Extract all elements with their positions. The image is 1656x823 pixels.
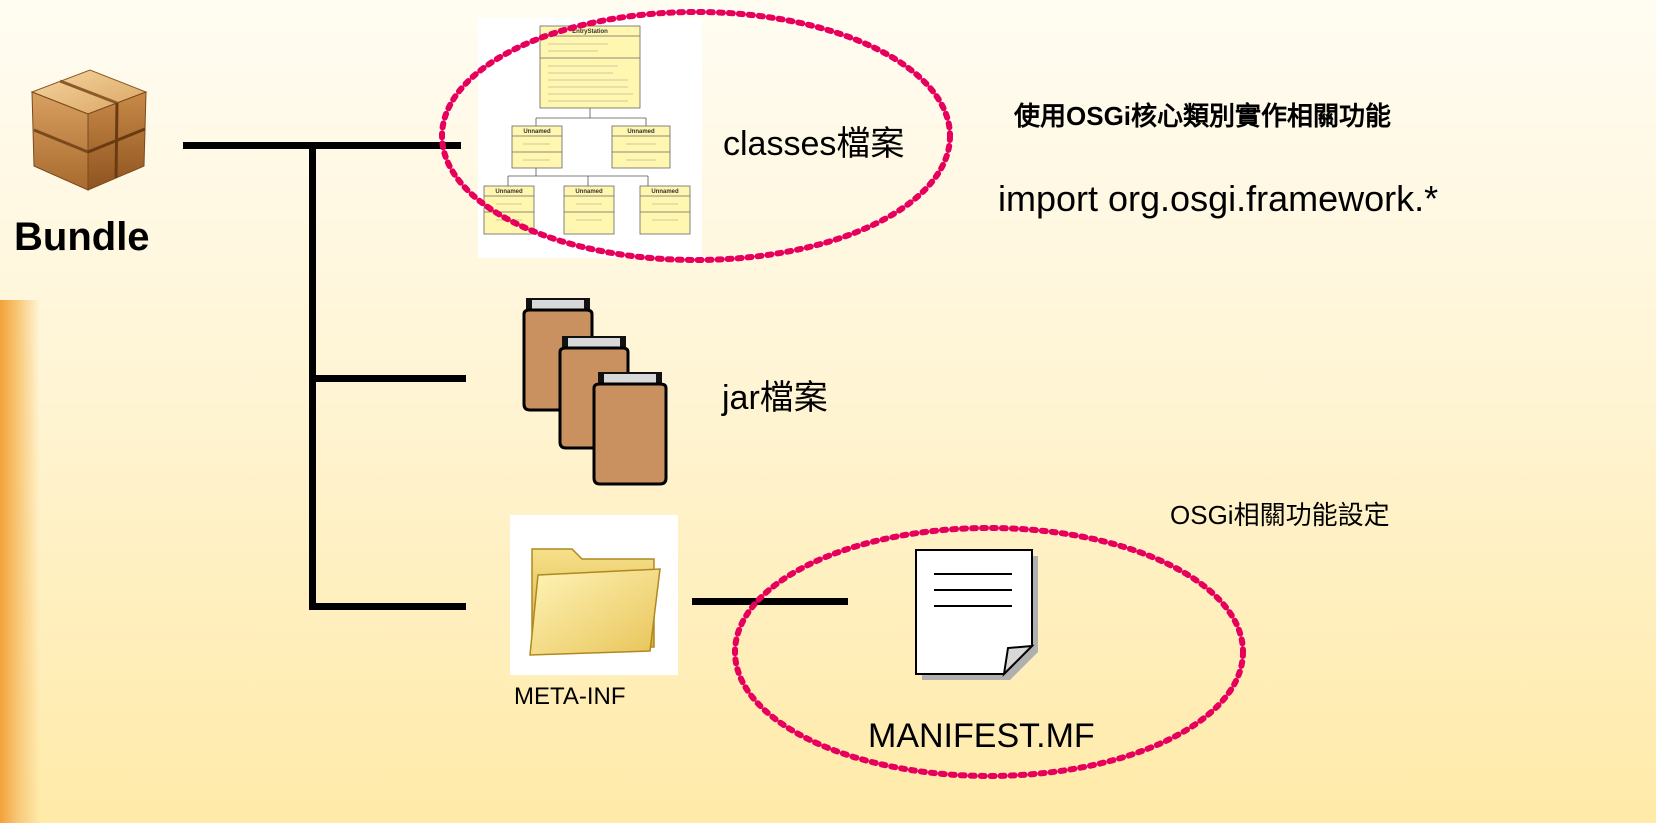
svg-text:Unnamed: Unnamed (575, 189, 603, 195)
manifest-document-icon (915, 549, 1038, 680)
folder-icon (510, 515, 678, 675)
svg-text:Unnamed: Unnamed (627, 129, 655, 135)
manifest-highlight-ellipse (732, 525, 1246, 779)
bundle-box-icon (30, 69, 148, 191)
classes-highlight-ellipse (439, 9, 953, 263)
uml-class-diagram-image: EntryStation Unnamed Unnamed Unnamed Unn… (478, 18, 702, 258)
meta-inf-label: META-INF (514, 683, 626, 710)
svg-text:Unnamed: Unnamed (523, 129, 551, 135)
import-statement-note: import org.osgi.framework.* (998, 178, 1439, 219)
tree-line-vertical (309, 142, 316, 610)
osgi-settings-note: OSGi相關功能設定 (1170, 500, 1390, 530)
jar-label: jar檔案 (722, 379, 828, 417)
svg-text:Unnamed: Unnamed (495, 189, 523, 195)
jar-files-icon (522, 298, 668, 486)
manifest-label: MANIFEST.MF (868, 717, 1095, 755)
left-accent-gradient (0, 300, 40, 823)
tree-line-bundle-to-classes (183, 142, 461, 149)
svg-text:EntryStation: EntryStation (572, 29, 608, 35)
tree-line-to-jar (316, 375, 466, 382)
core-classes-note: 使用OSGi核心類別實作相關功能 (1014, 101, 1392, 131)
bundle-label: Bundle (14, 215, 150, 259)
tree-line-metainf-to-manifest (692, 598, 848, 605)
svg-text:Unnamed: Unnamed (651, 189, 679, 195)
tree-line-to-metainf (309, 603, 466, 610)
classes-label: classes檔案 (723, 125, 905, 163)
